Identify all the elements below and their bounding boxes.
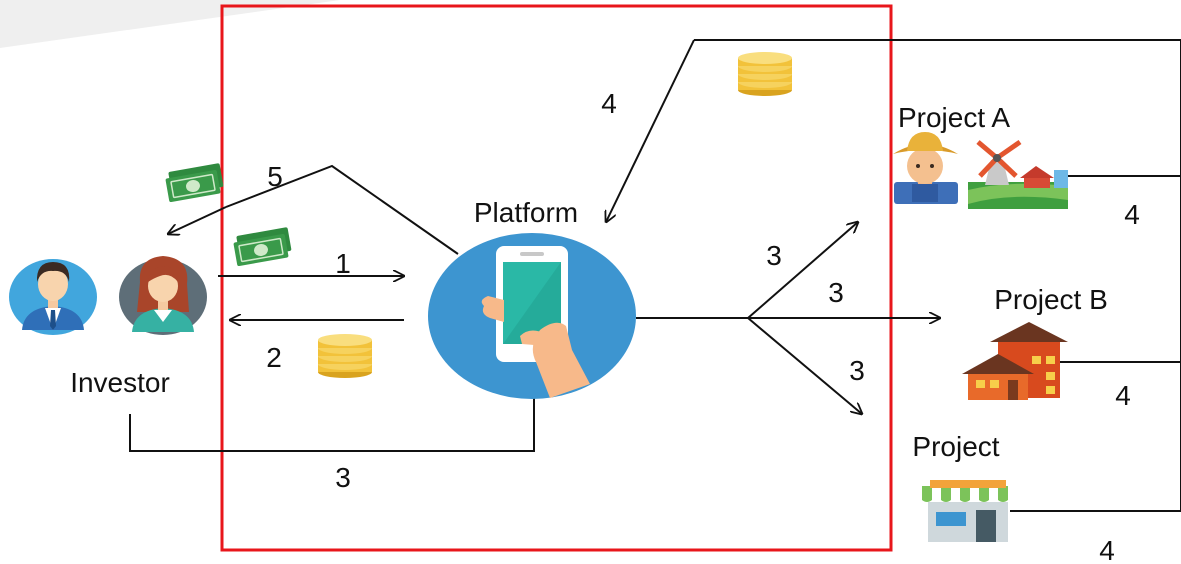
line-step-3-investor xyxy=(129,398,535,452)
step-label-3-project-a: 3 xyxy=(766,240,782,271)
platform-label: Platform xyxy=(474,197,578,228)
step-label-4-project-b: 4 xyxy=(1115,380,1131,411)
step-label-3-project-b: 3 xyxy=(828,277,844,308)
step-label-3-investor: 3 xyxy=(335,462,351,493)
banknotes-icon xyxy=(232,226,293,268)
step-label-2: 2 xyxy=(266,342,282,373)
shop-storefront-icon xyxy=(922,480,1014,542)
step-label-4-project-a: 4 xyxy=(1124,199,1140,230)
businesswoman-avatar-icon xyxy=(119,256,207,335)
arrow-step-4 xyxy=(606,39,695,222)
arrow-step-3-project-c xyxy=(747,317,862,414)
step-label-3-project-c: 3 xyxy=(849,355,865,386)
project-c-label: Project xyxy=(912,431,999,462)
coin-stack-icon xyxy=(738,52,792,96)
arrow-step-5 xyxy=(168,206,227,234)
coin-stack-icon xyxy=(318,334,372,378)
diagram-labels: Platform Investor Project A Project B Pr… xyxy=(70,88,1140,564)
step-label-4-project-c: 4 xyxy=(1099,535,1115,564)
step-label-1: 1 xyxy=(335,248,351,279)
arrow-step-3-project-a xyxy=(747,222,858,319)
platform-highlight-box xyxy=(220,4,893,552)
background-shape xyxy=(0,0,340,48)
banknotes-icon xyxy=(164,162,225,204)
project-a-label: Project A xyxy=(898,102,1010,133)
smartphone-in-hand-icon xyxy=(428,233,636,399)
investor-label: Investor xyxy=(70,367,170,398)
businessman-avatar-icon xyxy=(9,259,97,335)
project-b-label: Project B xyxy=(994,284,1108,315)
windmill-farm-icon xyxy=(968,139,1068,209)
farmer-avatar-icon xyxy=(893,132,958,204)
step-label-4-platform: 4 xyxy=(601,88,617,119)
step-label-5: 5 xyxy=(267,161,283,192)
houses-icon xyxy=(962,322,1068,400)
connector-lines xyxy=(129,39,1181,512)
line-step-5-return xyxy=(225,164,459,255)
